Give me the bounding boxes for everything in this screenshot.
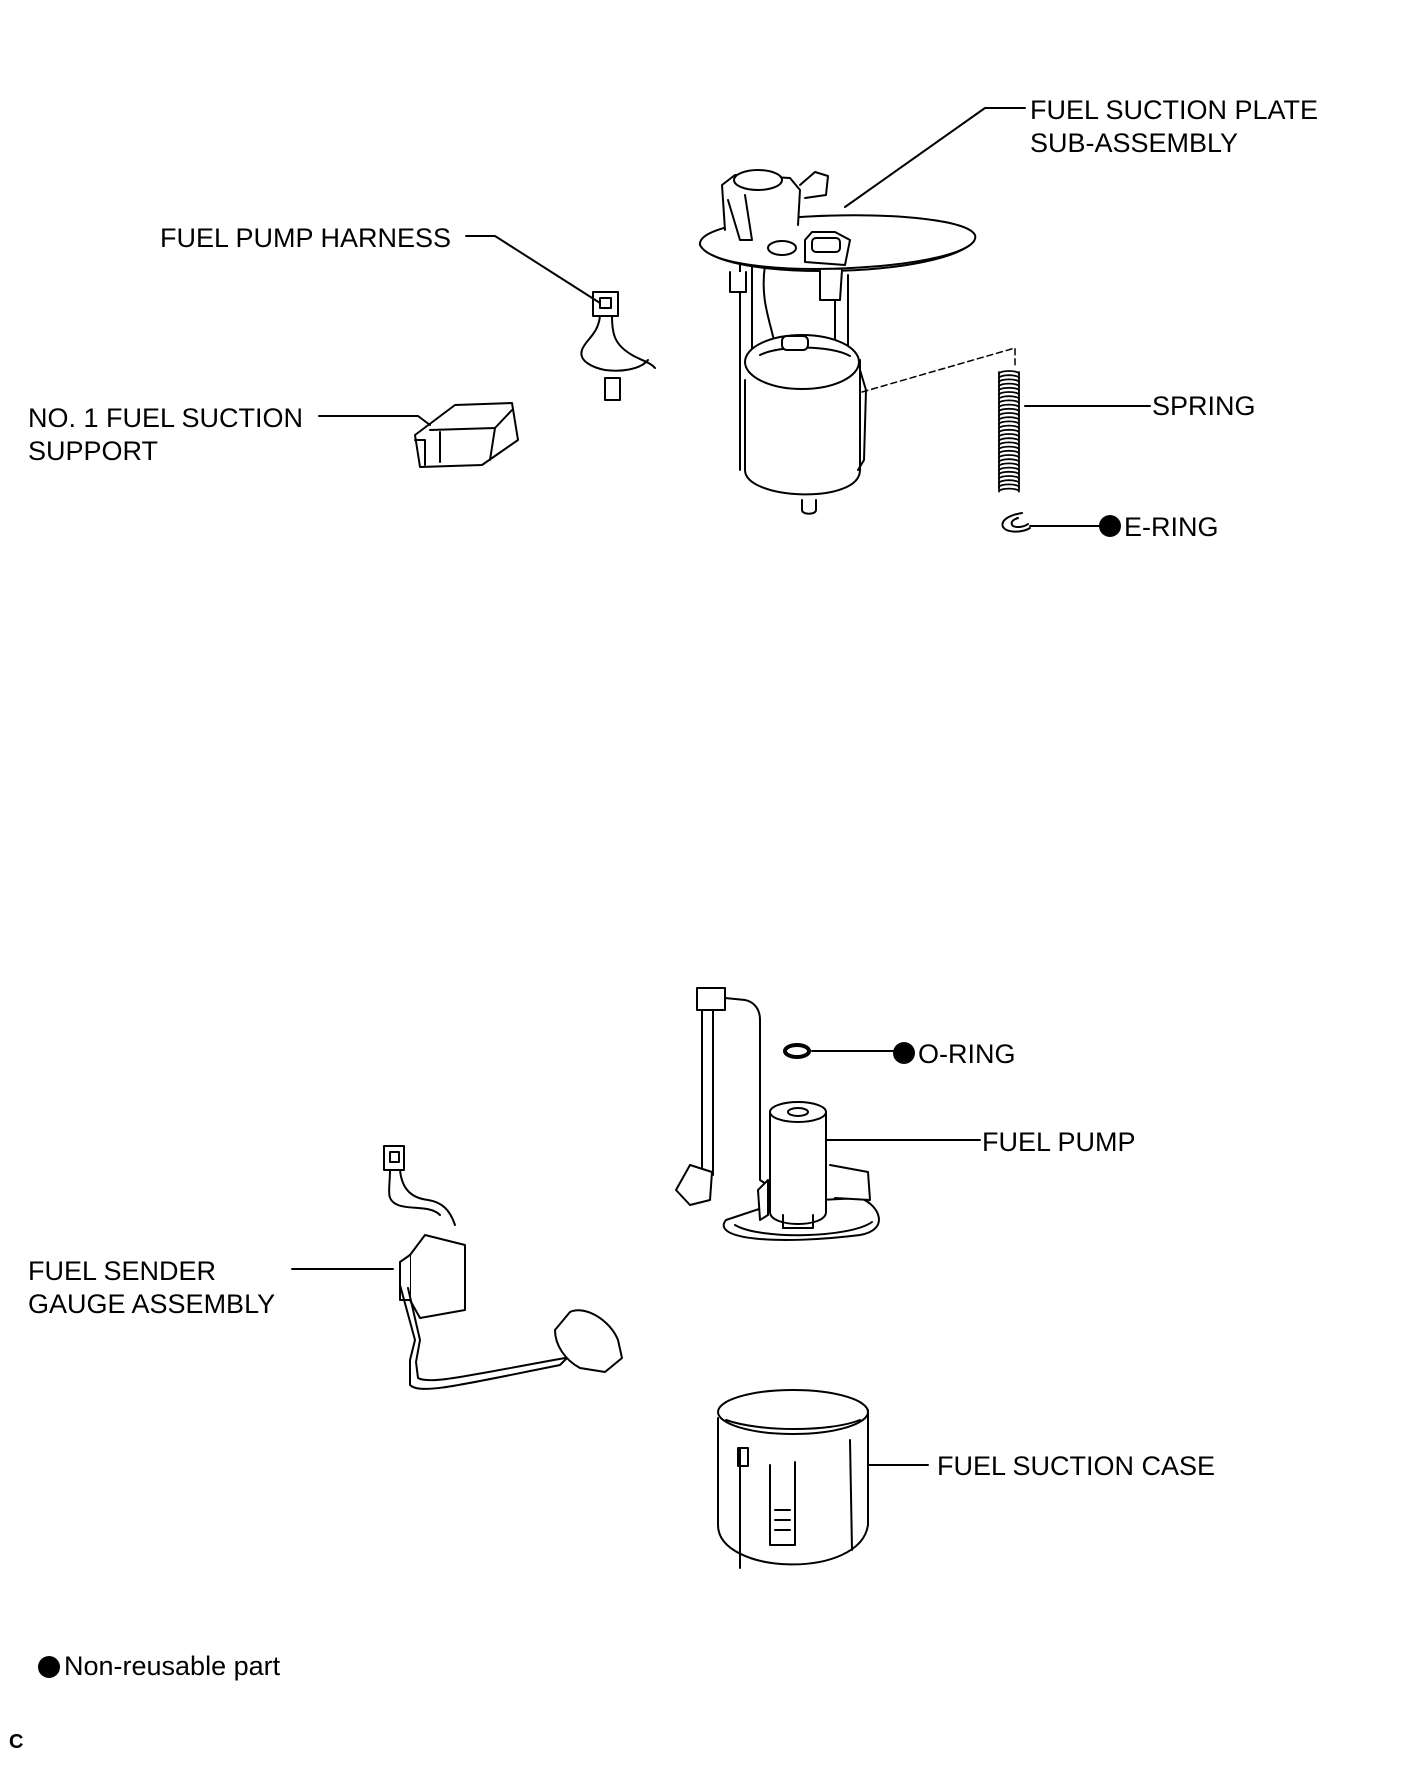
label-fuel-pump: FUEL PUMP <box>982 1127 1136 1157</box>
legend: Non-reusable part <box>38 1650 280 1683</box>
label-fuel-sender-line2: GAUGE ASSEMBLY <box>28 1289 276 1319</box>
spring-alignment-line <box>861 347 1016 393</box>
label-spring: SPRING <box>1152 391 1256 421</box>
fuel-sender-gauge-assembly-part <box>383 1145 623 1390</box>
corner-mark: C <box>9 1731 24 1753</box>
label-fuel-suction-plate-line1: FUEL SUCTION PLATE <box>1030 95 1319 125</box>
fuel-pump-part <box>675 987 880 1241</box>
label-no1-fuel-suction-support-line2: SUPPORT <box>28 436 159 466</box>
o-ring-part <box>783 1043 811 1059</box>
leader-support <box>318 415 431 426</box>
non-reusable-marker-o-ring <box>893 1042 915 1064</box>
non-reusable-marker-e-ring <box>1099 515 1121 537</box>
spring-coil <box>998 370 1020 493</box>
spring-outline <box>998 371 1020 491</box>
label-fuel-suction-case: FUEL SUCTION CASE <box>937 1451 1216 1481</box>
e-ring-part <box>1001 512 1031 533</box>
fuel-pump-harness-part <box>580 291 656 401</box>
label-fuel-sender-line1: FUEL SENDER <box>28 1256 217 1286</box>
label-fuel-suction-plate-line2: SUB-ASSEMBLY <box>1030 128 1239 158</box>
leader-harness <box>465 235 601 304</box>
label-o-ring: O-RING <box>918 1039 1016 1069</box>
spring-part <box>998 370 1020 493</box>
fuel-suction-case-part <box>717 1389 869 1569</box>
legend-text: Non-reusable part <box>64 1651 281 1681</box>
fuel-suction-plate-sub-assembly <box>698 169 977 515</box>
leader-plate <box>844 107 1026 208</box>
legend-bullet-icon <box>38 1656 60 1678</box>
label-e-ring: E-RING <box>1124 512 1219 542</box>
no1-fuel-suction-support-part <box>414 402 519 468</box>
label-fuel-pump-harness: FUEL PUMP HARNESS <box>160 223 452 253</box>
label-no1-fuel-suction-support-line1: NO. 1 FUEL SUCTION <box>28 403 304 433</box>
